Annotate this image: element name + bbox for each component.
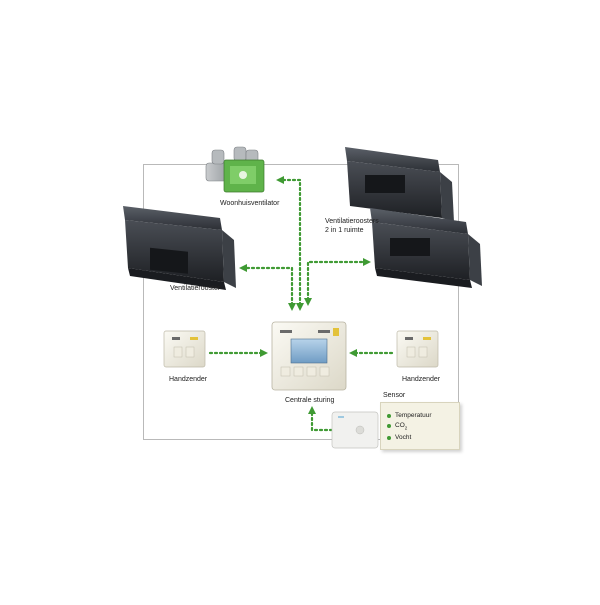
arrowhead-sensor [308,406,316,414]
label-ventilatieroosters-line1: Ventilatieroosters [325,218,379,225]
arrowheads [239,176,371,414]
sensor-item-vocht: Vocht [387,433,432,443]
label-ventilatierooster: Ventilatierooster [170,285,221,292]
connectors [208,178,394,432]
bullet-icon [387,424,391,428]
sensor-item-label: Temperatuur [395,412,432,419]
centrale-sturing-image [271,321,347,391]
arrowhead-ventilatierooster [239,264,247,272]
bullet-icon [387,436,391,441]
handzender-left-image [163,330,206,368]
arrowhead-woonhuisventilator [276,176,284,184]
sensor-item-co2: CO2 [387,421,432,433]
label-centrale-sturing: Centrale sturing [285,397,335,404]
label-sensor-title: Sensor [383,392,406,399]
label-woonhuisventilator: Woonhuisventilator [220,200,280,207]
ventilatieroosters-bottom-image [370,208,482,288]
connector-to-woonhuisventilator [280,178,302,307]
arrowhead-handzender-right [349,349,357,357]
connector-to-ventilatierooster [243,266,294,307]
ventilatieroosters-top-image [345,147,454,222]
label-handzender-right: Handzender [402,376,441,383]
sensor-item-label: CO [395,422,405,429]
label-handzender-left: Handzender [169,376,208,383]
handzender-right-image [396,330,439,368]
arrowhead-down-mid [296,303,304,311]
sensor-list: Temperatuur CO2 Vocht [387,411,432,443]
arrowhead-handzender-left [260,349,268,357]
label-ventilatieroosters-line2: 2 in 1 ruimte [325,227,364,234]
arrowhead-down-right [304,298,312,306]
sensor-item-temperatuur: Temperatuur [387,411,432,421]
sensor-item-label: Vocht [395,434,412,442]
sensor-info-box: Temperatuur CO2 Vocht [380,402,460,450]
connector-sensor [310,410,334,432]
system-frame [143,164,459,440]
woonhuisventilator-image [205,146,265,193]
bullet-icon [387,414,391,418]
sensor-device-image [331,411,379,449]
ventilatierooster-image [123,206,236,290]
arrowhead-down-left [288,303,296,311]
sensor-item-subscript: 2 [404,425,408,431]
arrowhead-ventilatieroosters [363,258,371,266]
connector-to-ventilatieroosters [306,260,367,302]
